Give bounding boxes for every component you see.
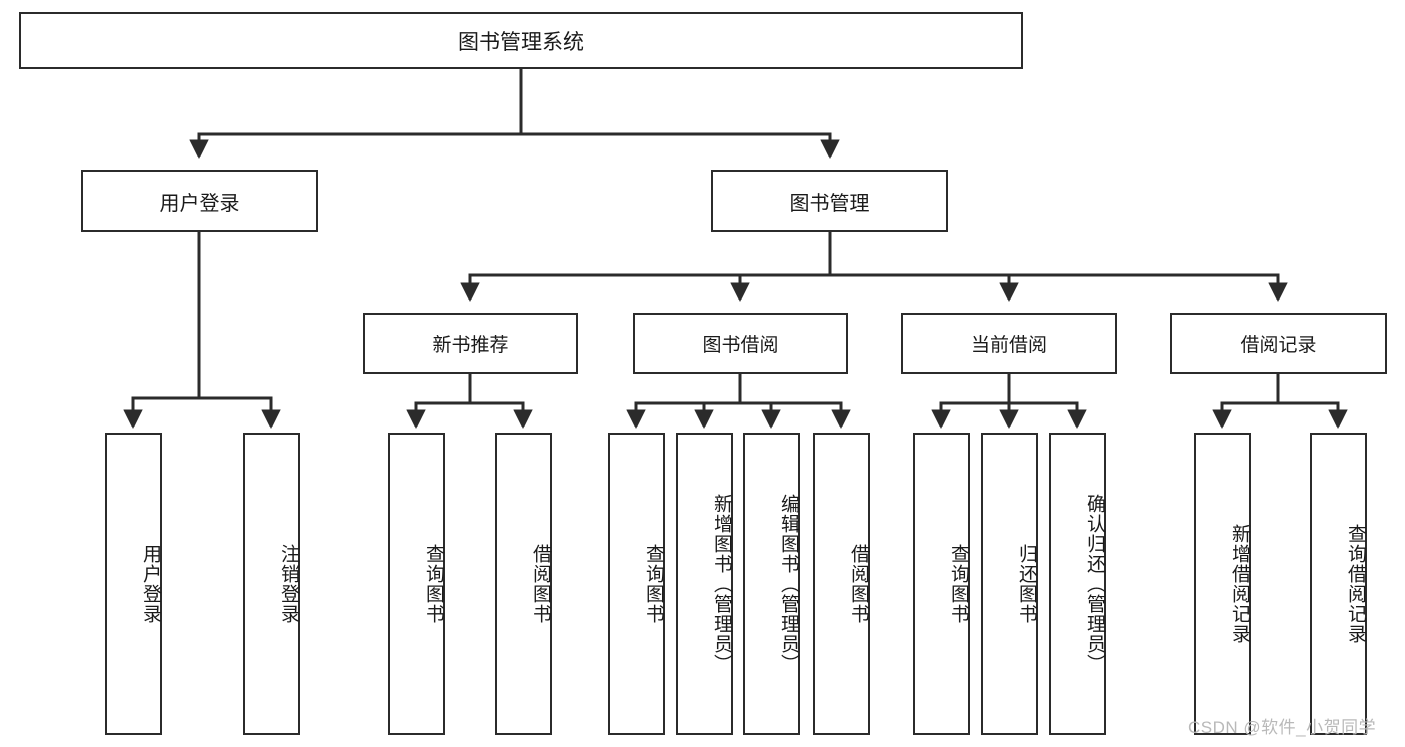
node-leaf-query-book-1-label: 查询图书 xyxy=(423,544,444,624)
node-book-management[interactable]: 图书管理 xyxy=(711,170,948,232)
node-leaf-query-record-label: 查询借阅记录 xyxy=(1345,524,1366,644)
node-leaf-return-book[interactable]: 归还图书 xyxy=(981,433,1038,735)
node-leaf-return-book-label: 归还图书 xyxy=(1016,544,1037,624)
node-root-label: 图书管理系统 xyxy=(458,30,584,54)
node-root[interactable]: 图书管理系统 xyxy=(19,12,1023,69)
node-leaf-edit-book-label: 编辑图书（管理员） xyxy=(778,494,799,674)
node-leaf-query-record[interactable]: 查询借阅记录 xyxy=(1310,433,1367,735)
node-leaf-query-book-2[interactable]: 查询图书 xyxy=(608,433,665,735)
node-leaf-borrow-book-2-label: 借阅图书 xyxy=(848,544,869,624)
node-new-book-recommend[interactable]: 新书推荐 xyxy=(363,313,578,374)
node-leaf-user-login-label: 用户登录 xyxy=(140,544,161,624)
node-leaf-user-login[interactable]: 用户登录 xyxy=(105,433,162,735)
node-leaf-query-book-2-label: 查询图书 xyxy=(643,544,664,624)
node-leaf-logout-label: 注销登录 xyxy=(278,544,299,624)
node-new-book-recommend-label: 新书推荐 xyxy=(432,335,509,356)
node-leaf-logout[interactable]: 注销登录 xyxy=(243,433,300,735)
node-leaf-borrow-book-1[interactable]: 借阅图书 xyxy=(495,433,552,735)
node-leaf-add-record-label: 新增借阅记录 xyxy=(1229,524,1250,644)
node-current-borrow[interactable]: 当前借阅 xyxy=(901,313,1117,374)
node-user-login[interactable]: 用户登录 xyxy=(81,170,318,232)
node-leaf-confirm-return-label: 确认归还（管理员） xyxy=(1084,494,1105,674)
node-current-borrow-label: 当前借阅 xyxy=(970,335,1047,356)
node-borrow-record-label: 借阅记录 xyxy=(1240,335,1317,356)
node-book-borrow-label: 图书借阅 xyxy=(702,335,779,356)
node-leaf-edit-book[interactable]: 编辑图书（管理员） xyxy=(743,433,800,735)
node-user-login-label: 用户登录 xyxy=(159,192,240,215)
node-leaf-borrow-book-2[interactable]: 借阅图书 xyxy=(813,433,870,735)
node-leaf-borrow-book-1-label: 借阅图书 xyxy=(530,544,551,624)
node-borrow-record[interactable]: 借阅记录 xyxy=(1170,313,1387,374)
node-book-management-label: 图书管理 xyxy=(789,192,870,215)
node-book-borrow[interactable]: 图书借阅 xyxy=(633,313,848,374)
watermark: CSDN @软件_小贺同学 xyxy=(1188,718,1377,737)
node-leaf-query-book-3-label: 查询图书 xyxy=(948,544,969,624)
node-leaf-add-record[interactable]: 新增借阅记录 xyxy=(1194,433,1251,735)
node-leaf-query-book-1[interactable]: 查询图书 xyxy=(388,433,445,735)
node-leaf-add-book-label: 新增图书（管理员） xyxy=(711,494,732,674)
node-leaf-query-book-3[interactable]: 查询图书 xyxy=(913,433,970,735)
node-leaf-add-book[interactable]: 新增图书（管理员） xyxy=(676,433,733,735)
node-leaf-confirm-return[interactable]: 确认归还（管理员） xyxy=(1049,433,1106,735)
